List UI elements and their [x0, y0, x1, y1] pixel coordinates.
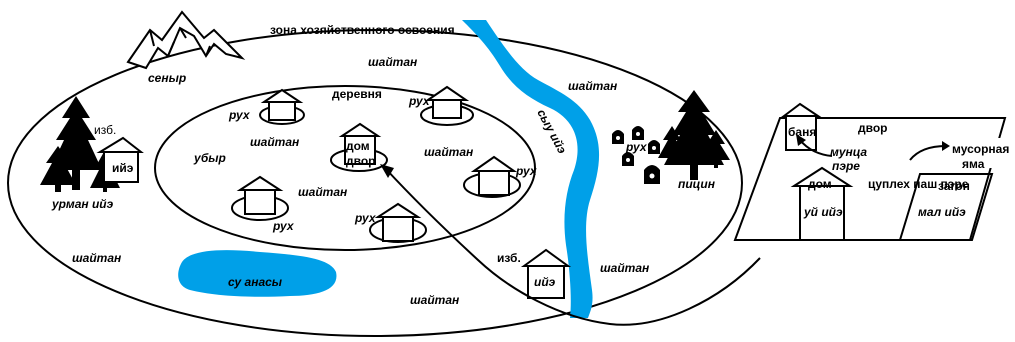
- banya-label: баня: [788, 125, 816, 139]
- shaitan-label-1: шайтан: [368, 55, 418, 69]
- rukh-label-2: рух: [408, 94, 431, 108]
- yard-title: двор: [858, 121, 888, 135]
- zagon-box: [898, 173, 994, 241]
- shaitan-label-2: шайтан: [250, 135, 300, 149]
- rukh-house-dom: [330, 122, 388, 172]
- ui-label: уй ийэ: [803, 205, 843, 219]
- rukh-house-1: [259, 88, 305, 125]
- musor-arrow: [909, 145, 947, 161]
- journey-arrowhead: [380, 164, 394, 178]
- musor-arrowhead: [942, 141, 950, 151]
- cemetery-trees-icon: [658, 90, 730, 180]
- banya-house: [781, 102, 822, 151]
- village-label: деревня: [332, 87, 382, 101]
- gravestones-icon: [612, 126, 660, 184]
- rukh-house-3: [463, 155, 521, 198]
- lake: [178, 250, 337, 297]
- river-izba-house-label: ийэ: [534, 275, 556, 289]
- rukh-house-4: [231, 175, 289, 221]
- forest-izba-house-label: ийэ: [112, 161, 134, 175]
- shaitan-label-6: шайтан: [600, 261, 650, 275]
- ubyr-label: убыр: [193, 151, 226, 165]
- zone-title: зона хозяйственного освоения: [270, 23, 455, 37]
- munca-label: мунца: [830, 145, 867, 159]
- zagon-label: загон: [938, 179, 970, 193]
- rukh-label-3: рух: [515, 164, 538, 178]
- shaitan-label-4: шайтан: [298, 185, 348, 199]
- dom-label: дом: [346, 139, 370, 153]
- river-izba-house-icon: [520, 248, 572, 299]
- yard-dom-label: дом: [808, 177, 832, 191]
- journey-arrow: [384, 167, 761, 326]
- river-izba-label: изб.: [497, 251, 521, 265]
- shaitan-label-5: шайтан: [568, 79, 618, 93]
- forest-label: урман ийэ: [51, 197, 114, 211]
- shaitan-label-7: шайтан: [72, 251, 122, 265]
- mal-label: мал ийэ: [918, 205, 966, 219]
- cuplekh-label: цуплех паш пэре: [868, 177, 969, 191]
- zone-outer-ellipse: [7, 29, 743, 337]
- musor-label-1: мусорная: [952, 142, 1009, 156]
- yard-dom-house: [790, 166, 854, 241]
- forest-izba-house-icon: [96, 136, 144, 183]
- river: [462, 20, 600, 318]
- cemetery-label: пицин: [678, 177, 716, 191]
- musor-label-2: яма: [962, 157, 985, 171]
- shaitan-label-3: шайтан: [424, 145, 474, 159]
- rukh-house-5: [369, 202, 427, 243]
- cemetery-rukh-label: рух: [625, 140, 648, 154]
- musor-yama-box: [946, 138, 1002, 168]
- rukh-label-4: рух: [272, 219, 295, 233]
- shaitan-label-8: шайтан: [410, 293, 460, 307]
- rukh-label-1: рух: [228, 108, 251, 122]
- pere-label: пэре: [832, 159, 860, 173]
- dvor-label: двор: [346, 154, 376, 168]
- forest-izba-label: изб.: [94, 123, 116, 137]
- village-ellipse: [154, 85, 536, 251]
- rukh-house-2: [420, 85, 474, 126]
- mountain-label: сеныр: [148, 71, 186, 85]
- mountain-icon: [126, 10, 246, 70]
- lake-label: су анасы: [228, 275, 283, 289]
- munca-arrowhead: [796, 134, 806, 146]
- rukh-label-5: рух: [354, 211, 377, 225]
